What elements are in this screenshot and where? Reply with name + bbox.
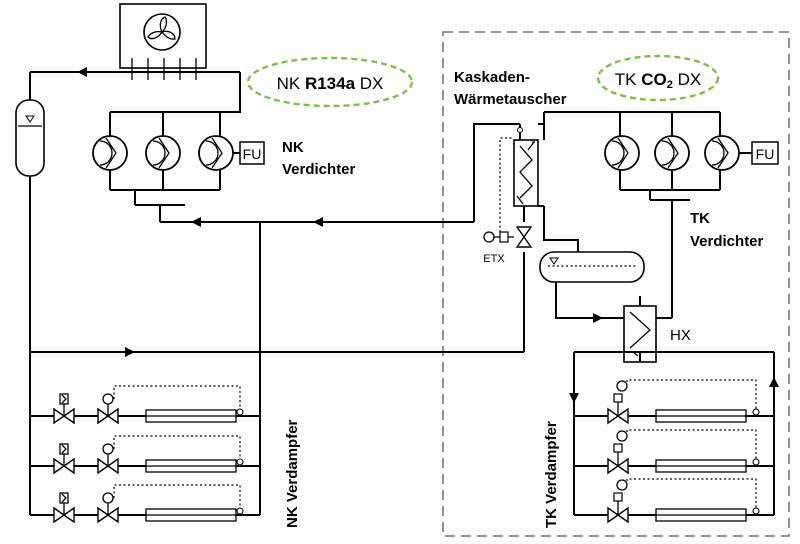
tk-badge-text: TK CO2 DX xyxy=(615,70,701,91)
nk-evaporator-label: NK Verdampfer xyxy=(284,419,301,528)
tk-evaporator-2 xyxy=(574,429,774,474)
tk-badge xyxy=(596,54,720,102)
tk-compressor-2 xyxy=(654,135,690,171)
nk-fu-box xyxy=(239,141,265,165)
tk-fu-box xyxy=(751,141,779,165)
nk-evaporator-2 xyxy=(30,435,260,473)
cascade-label-line1: Kaskaden- xyxy=(454,69,530,86)
tk-evaporator-label: TK Verdampfer xyxy=(543,421,560,528)
tk-boundary xyxy=(442,31,790,537)
etx-label: ETX xyxy=(483,253,505,265)
tk-evaporator-1 xyxy=(574,379,774,424)
cascade-heat-exchanger xyxy=(513,139,539,207)
nk-compressor-1 xyxy=(92,135,128,171)
tk-fu-label: FU xyxy=(756,146,775,162)
nk-compressor-3 xyxy=(198,135,234,171)
etx-valve xyxy=(516,226,532,248)
nk-badge xyxy=(246,56,414,108)
tk-compressor-label-line2: Verdichter xyxy=(690,233,764,250)
nk-receiver xyxy=(15,99,45,177)
tk-compressor-1 xyxy=(604,135,640,171)
fan-icon xyxy=(143,13,181,51)
nk-evaporator-1 xyxy=(30,385,260,423)
nk-badge-text: NK R134a DX xyxy=(277,74,384,93)
tk-evaporator-3 xyxy=(574,478,774,523)
nk-evaporator-3 xyxy=(30,484,260,522)
nk-compressor-label-line1: NK xyxy=(282,139,304,156)
tk-compressor-label-line1: TK xyxy=(690,210,710,227)
nk-compressor-label-line2: Verdichter xyxy=(282,161,356,178)
nk-fu-label: FU xyxy=(243,146,262,162)
cascade-label-line2: Wärmetauscher xyxy=(454,91,567,108)
tk-compressor-3 xyxy=(704,135,740,171)
hx-label: HX xyxy=(670,327,691,344)
tk-receiver xyxy=(539,251,645,283)
nk-compressor-2 xyxy=(145,135,181,171)
